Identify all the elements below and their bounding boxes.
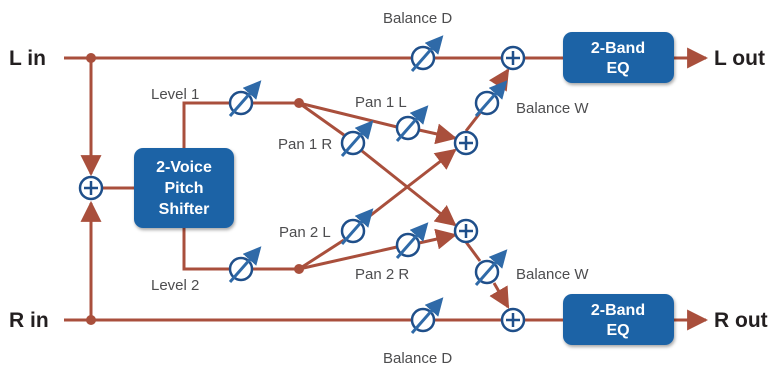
signal-lines	[64, 47, 709, 331]
label-level-1: Level 1	[151, 86, 199, 103]
pitch-shifter-line-3: Shifter	[159, 201, 210, 218]
knob-balance-d-bottom	[410, 297, 444, 334]
knob-balance-w-top	[474, 80, 508, 117]
knob-level-1	[228, 80, 262, 117]
block-eq-top: 2-Band EQ	[563, 32, 674, 83]
label-l-in: L in	[9, 47, 46, 70]
eq-bottom-line-2: EQ	[606, 322, 629, 339]
junction-l-in	[86, 53, 96, 63]
knobs	[228, 35, 508, 334]
line-wet-r-a	[464, 241, 482, 262]
label-level-2: Level 2	[151, 277, 199, 294]
block-eq-bottom: 2-Band EQ	[563, 294, 674, 345]
sum-out-right	[500, 307, 526, 333]
label-l-out: L out	[714, 47, 765, 70]
label-balance-d-top: Balance D	[383, 10, 452, 27]
knob-pan-1-l	[395, 105, 429, 142]
pitch-shifter-line-1: 2-Voice	[156, 159, 212, 176]
sum-out-left	[500, 45, 526, 71]
summers	[78, 45, 526, 333]
line-pan2l-b	[361, 148, 457, 224]
label-r-out: R out	[714, 309, 768, 332]
eq-top-line-2: EQ	[606, 60, 629, 77]
label-pan-1-l: Pan 1 L	[355, 94, 407, 111]
label-balance-w-top: Balance W	[516, 100, 589, 117]
line-shifter-voice2	[182, 212, 229, 271]
sum-input	[78, 175, 104, 201]
label-balance-w-bottom: Balance W	[516, 266, 589, 283]
knob-level-2	[228, 246, 262, 283]
line-pan1l-a	[298, 101, 398, 129]
sum-wet-right	[453, 218, 479, 244]
label-balance-d-bottom: Balance D	[383, 350, 452, 367]
eq-top-line-1: 2-Band	[591, 40, 645, 57]
line-pan1l-b	[418, 123, 458, 145]
knob-balance-w-bottom	[474, 249, 508, 286]
label-pan-2-l: Pan 2 L	[279, 224, 331, 241]
knob-balance-d-top	[410, 35, 444, 72]
junction-dots	[86, 53, 304, 325]
knob-pan-2-l	[340, 208, 374, 245]
eq-bottom-line-1: 2-Band	[591, 302, 645, 319]
line-pan2r-a	[298, 245, 398, 271]
sum-wet-left	[453, 130, 479, 156]
label-pan-2-r: Pan 2 R	[355, 266, 409, 283]
line-wet-r-b	[489, 282, 510, 309]
line-pan1r-a	[298, 101, 345, 137]
junction-r-in	[86, 315, 96, 325]
knob-pan-1-r	[340, 120, 374, 157]
knob-pan-2-r	[395, 222, 429, 259]
line-pan1r-b	[361, 149, 457, 227]
label-pan-1-r: Pan 1 R	[278, 136, 332, 153]
pitch-shifter-line-2: Pitch	[164, 180, 203, 197]
line-pan2l-a	[298, 238, 345, 271]
junction-voice1	[294, 98, 304, 108]
line-shifter-voice1	[182, 101, 229, 168]
label-r-in: R in	[9, 309, 49, 332]
block-pitch-shifter: 2-Voice Pitch Shifter	[134, 148, 234, 228]
junction-voice2	[294, 264, 304, 274]
line-pan2r-b	[418, 228, 458, 250]
